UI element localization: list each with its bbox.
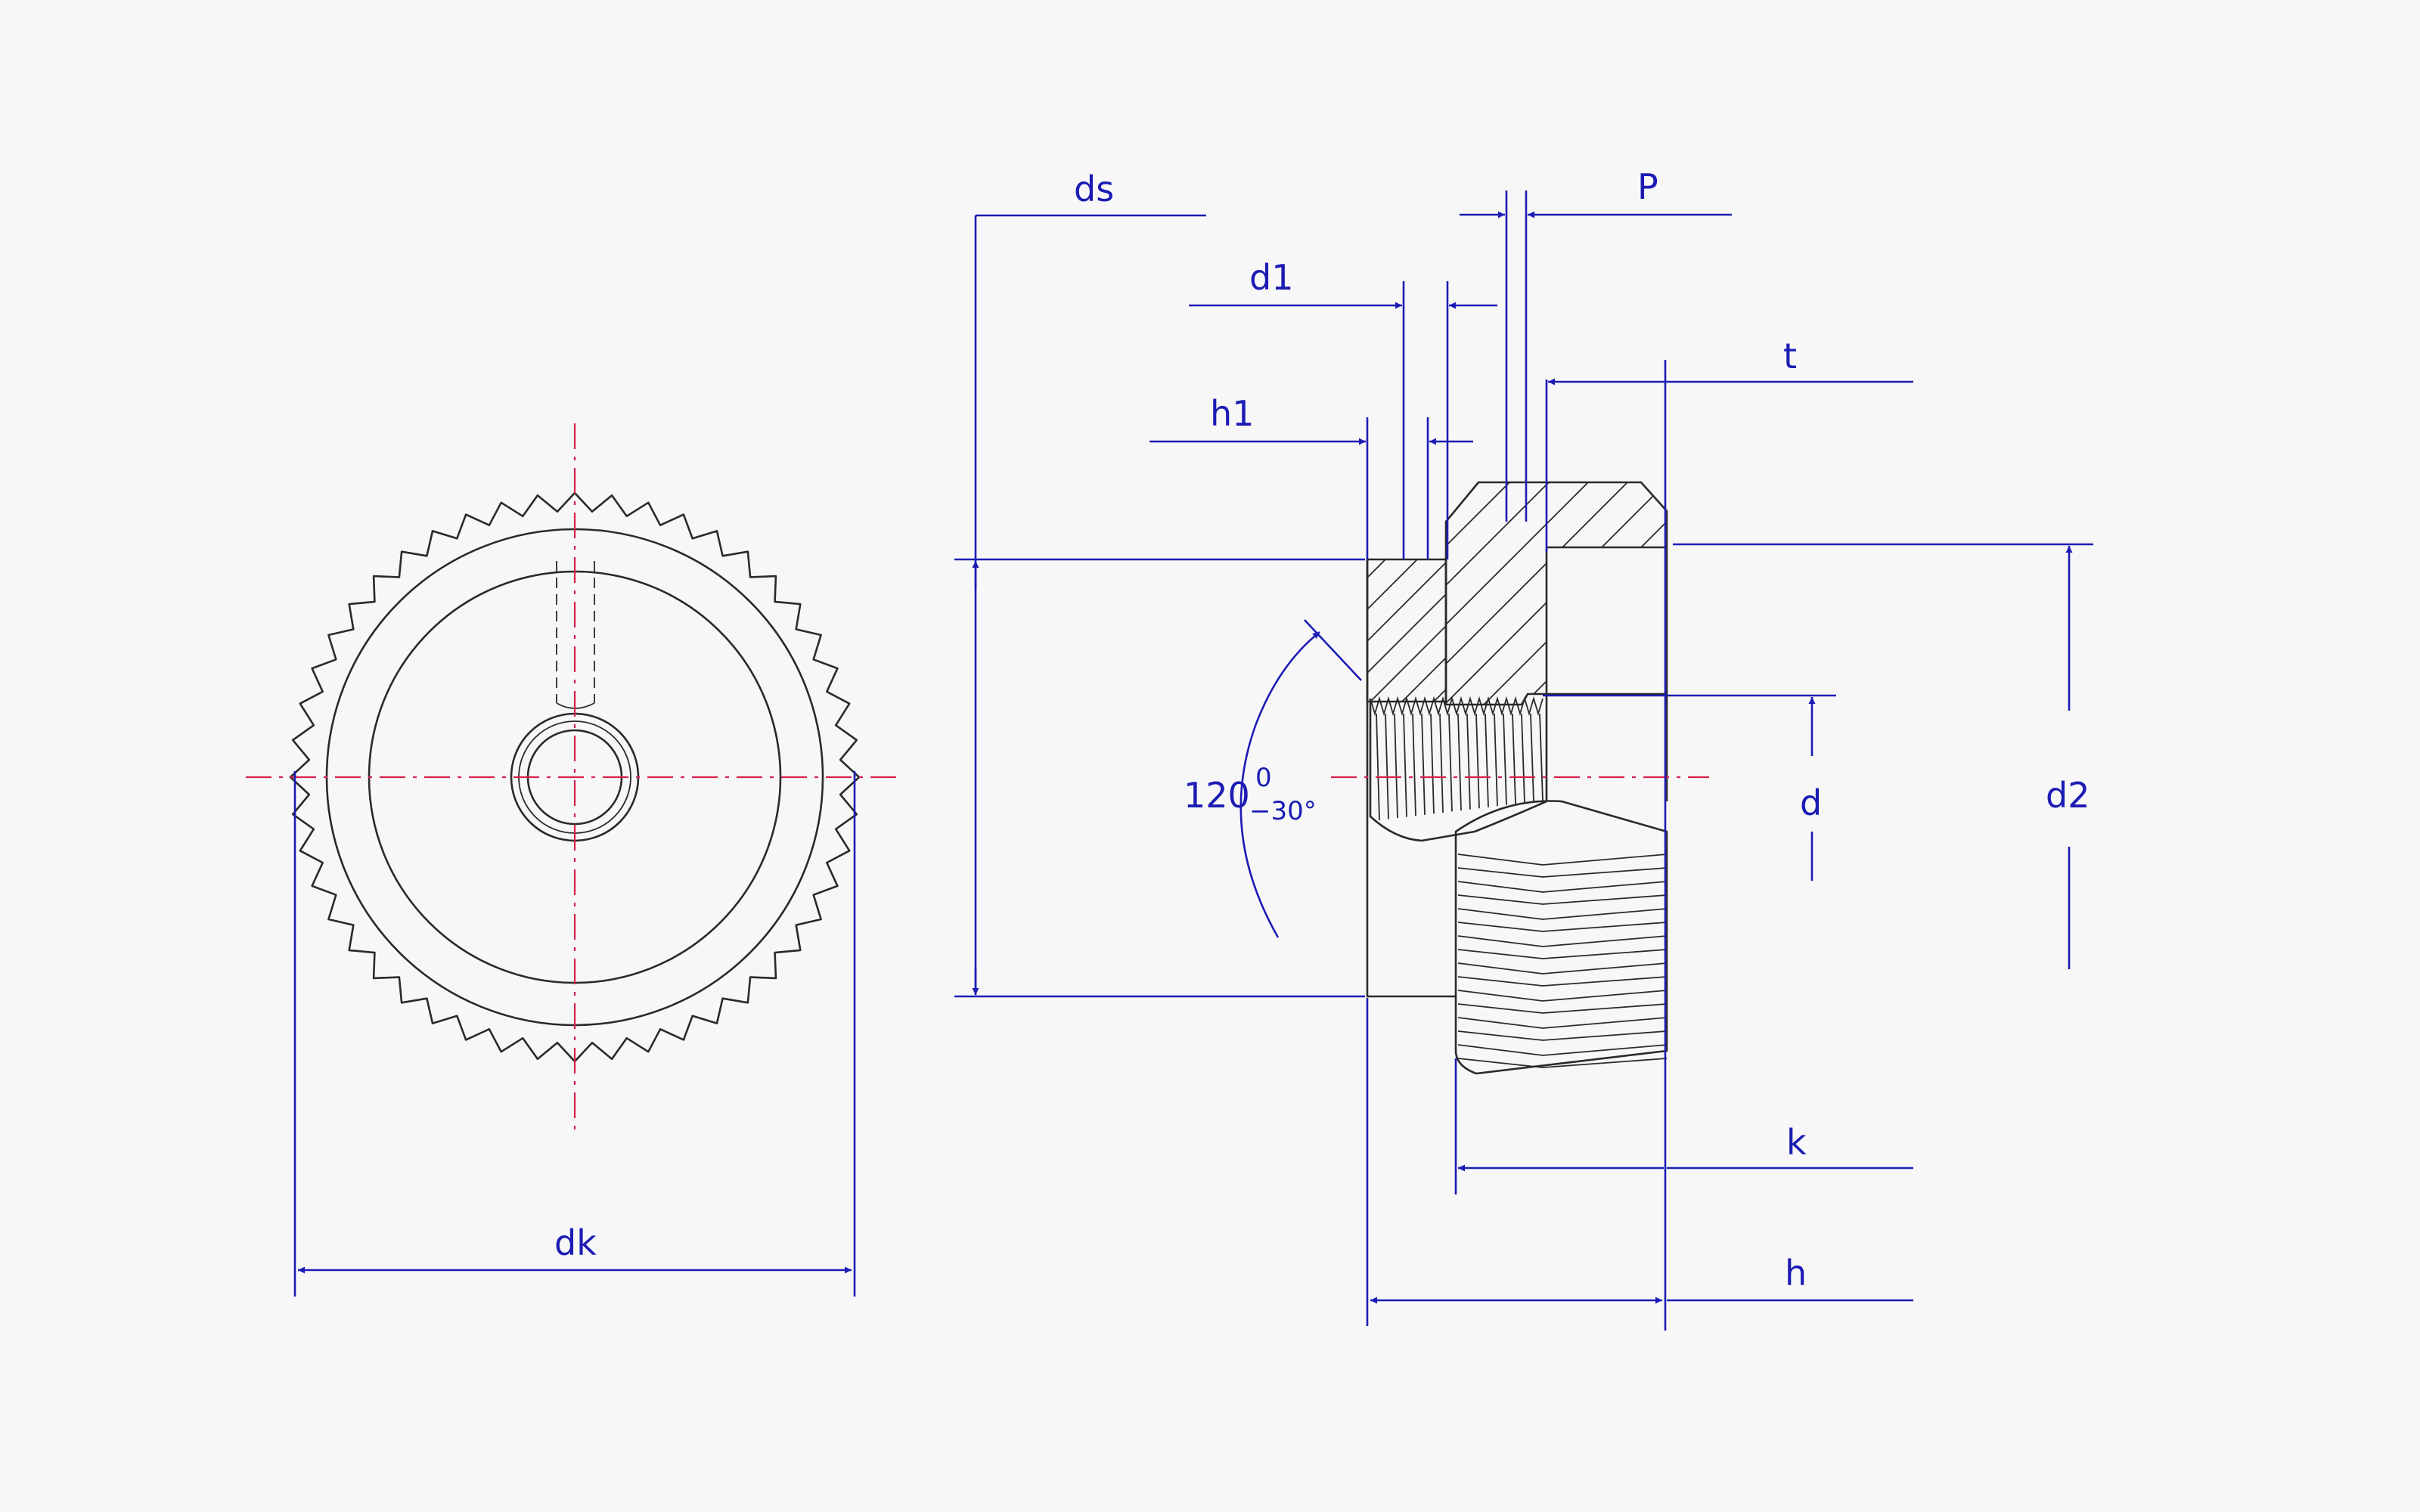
body-outline (1547, 547, 1668, 801)
thread-ribs (1457, 854, 1668, 1068)
collar-step (1366, 559, 1456, 998)
thread-teeth (1370, 696, 1544, 821)
label-t: t (1783, 336, 1797, 376)
label-p: P (1637, 166, 1658, 207)
label-angle-upper: 0 (1255, 763, 1272, 793)
label-angle: 120 (1184, 775, 1250, 816)
label-h: h (1785, 1253, 1807, 1294)
internal-thread (1369, 694, 1548, 842)
label-h1: h1 (1210, 393, 1254, 434)
external-thread-stub (1454, 800, 1668, 1075)
side-section-view (1331, 481, 1709, 1075)
label-d2: d2 (2046, 775, 2090, 816)
base-collar-section (1366, 558, 1447, 703)
slot-hidden-lines (556, 561, 595, 709)
label-k: k (1786, 1122, 1807, 1163)
label-ds: ds (1074, 169, 1114, 209)
front-view (246, 423, 904, 1134)
dimension-annotations: ds d1 P t h1 120 0 −30° d (293, 166, 2093, 1331)
label-dk: dk (554, 1222, 597, 1263)
label-angle-lower: −30° (1249, 796, 1317, 826)
label-d: d (1800, 782, 1822, 823)
label-d1: d1 (1249, 257, 1293, 298)
